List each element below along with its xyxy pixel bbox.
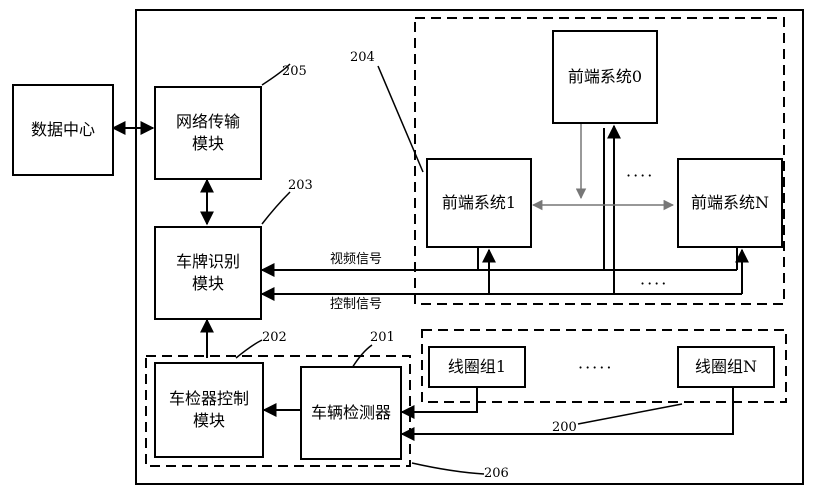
- ref-202: 202: [262, 330, 287, 345]
- coil-ellipsis: ·····: [578, 358, 614, 377]
- coil-group-n-box: 线圈组N: [677, 346, 775, 388]
- leader-204: [377, 65, 424, 173]
- front-system-1-box: 前端系统1: [426, 158, 532, 248]
- front-system-n-box: 前端系统N: [677, 158, 783, 248]
- front-ellipsis: ····: [626, 166, 655, 185]
- leader-201: [351, 344, 373, 369]
- detector-group-frame: [145, 355, 411, 467]
- data-center-box: 数据中心: [12, 84, 114, 176]
- ref-203: 203: [288, 178, 313, 193]
- vehicle-detector-box: 车辆检测器: [300, 366, 402, 460]
- plate-recognition-box: 车牌识别 模块: [154, 226, 262, 320]
- video-signal-label: 视频信号: [330, 252, 383, 267]
- leader-200: [577, 403, 683, 425]
- ref-204: 204: [350, 50, 375, 65]
- leader-203: [261, 191, 291, 225]
- ref-200: 200: [552, 420, 577, 435]
- detector-control-box: 车检器控制 模块: [154, 362, 264, 458]
- link-coilN-detector: [400, 388, 734, 441]
- leader-205: [261, 63, 291, 86]
- ref-206: 206: [484, 466, 509, 481]
- signal-ellipsis: ····: [640, 274, 669, 293]
- coil-group-1-box: 线圈组1: [428, 346, 526, 388]
- control-signal-label: 控制信号: [330, 297, 383, 312]
- leader-206: [411, 462, 485, 475]
- coil-group-frame: [421, 329, 787, 403]
- ref-205: 205: [282, 64, 307, 79]
- front-system-0-box: 前端系统0: [552, 30, 658, 124]
- leader-202: [235, 339, 263, 359]
- ref-201: 201: [370, 330, 395, 345]
- system-frame: [135, 9, 804, 485]
- network-module-box: 网络传输 模块: [154, 86, 262, 180]
- link-coil1-detector: [400, 388, 478, 419]
- front-system-group: [414, 17, 785, 305]
